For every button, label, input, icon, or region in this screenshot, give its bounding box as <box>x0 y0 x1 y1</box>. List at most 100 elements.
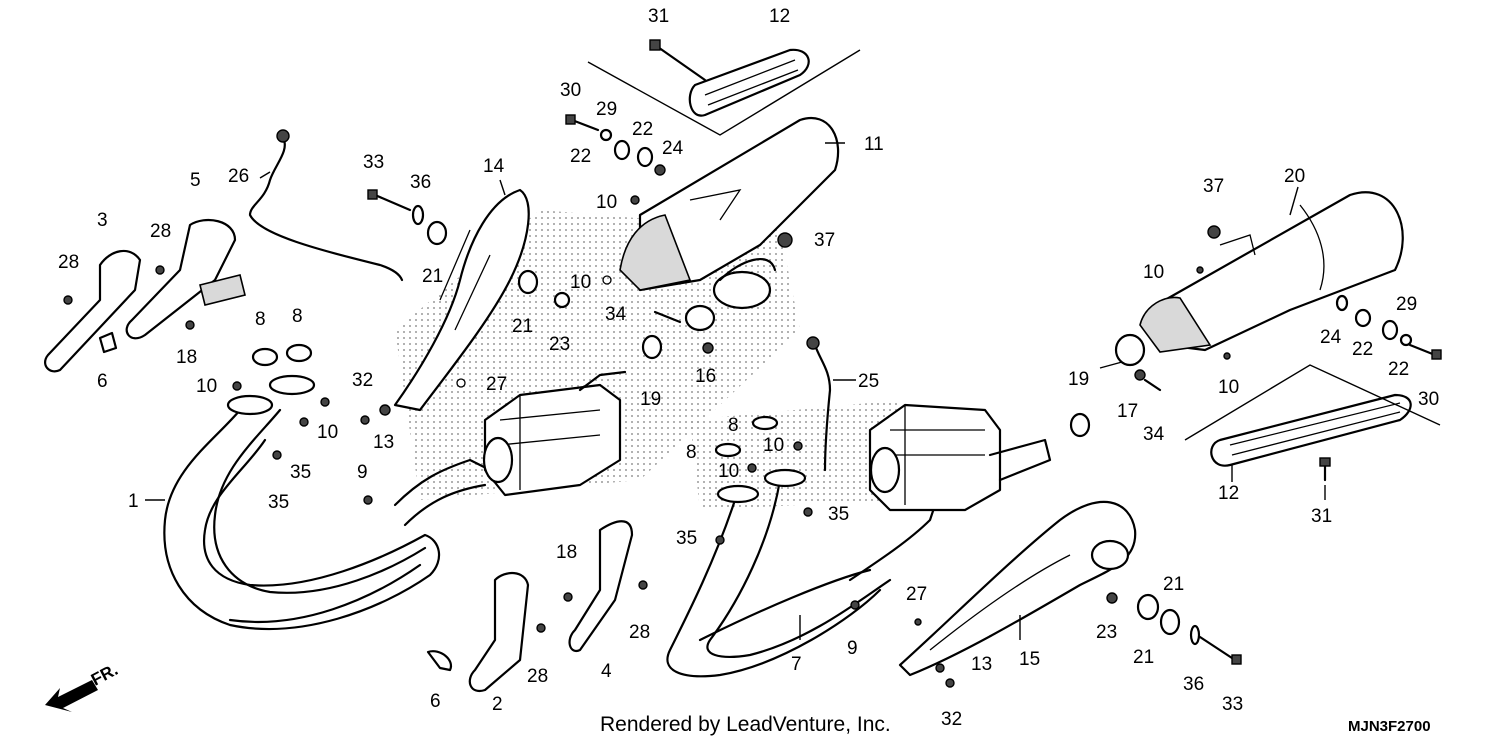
part-sensor-25 <box>813 343 832 472</box>
callout-label: 34 <box>605 304 627 325</box>
callout-label: 32 <box>941 709 962 730</box>
part-gasket-8c <box>751 415 779 431</box>
callout-label: 10 <box>1143 262 1164 283</box>
callout-label: 27 <box>486 374 507 395</box>
callout-label: 21 <box>512 316 533 337</box>
part-gasket-8d <box>714 442 742 458</box>
part-shield-12-top <box>587 48 861 136</box>
callout-label: 35 <box>676 528 697 549</box>
callout-label: 10 <box>763 435 784 456</box>
callout-label: 35 <box>268 492 289 513</box>
flange-7b <box>763 468 807 488</box>
callout-label: 1 <box>128 491 139 512</box>
flange-1a <box>226 394 274 416</box>
callout-label: 8 <box>255 309 266 330</box>
callout-label: 31 <box>648 6 669 27</box>
part-clip-6b <box>426 650 453 672</box>
callout-label: 2 <box>492 694 503 715</box>
part-gasket-8a <box>251 347 279 367</box>
callout-label: 12 <box>1218 483 1239 504</box>
callout-label: 18 <box>556 542 577 563</box>
callout-label: 6 <box>430 691 441 712</box>
part-sensor-26 <box>248 136 404 282</box>
part-gasket-8b <box>285 343 313 363</box>
callout-label: 24 <box>1320 327 1342 348</box>
part-exhaust-pipe-7 <box>666 468 937 678</box>
callout-label: 23 <box>1096 622 1117 643</box>
callout-label: 4 <box>601 661 612 682</box>
callout-label: 25 <box>858 371 879 392</box>
callout-label: 22 <box>1388 359 1409 380</box>
callout-label: 26 <box>228 166 249 187</box>
callout-label: 28 <box>527 666 548 687</box>
part-heat-shield-15 <box>898 500 1137 677</box>
part-chamber-left <box>482 370 627 497</box>
callout-label: 24 <box>662 138 684 159</box>
callout-label: 31 <box>1311 506 1332 527</box>
callout-label: 18 <box>176 347 197 368</box>
callout-label: 32 <box>352 370 373 391</box>
callout-label: 21 <box>1163 574 1184 595</box>
callout-label: 23 <box>549 334 570 355</box>
callout-label: 7 <box>791 654 802 675</box>
callout-label: 36 <box>410 172 431 193</box>
callout-label: 12 <box>769 6 790 27</box>
callout-label: 35 <box>290 462 311 483</box>
callout-label: 22 <box>570 146 591 167</box>
callout-label: 29 <box>596 99 617 120</box>
callout-label: 30 <box>1418 389 1439 410</box>
front-direction-arrow: FR. <box>45 660 121 712</box>
callout-label: 21 <box>1133 647 1154 668</box>
callout-label: 28 <box>629 622 650 643</box>
callout-label: 9 <box>847 638 858 659</box>
callout-label: 10 <box>196 376 217 397</box>
callout-label: 22 <box>632 119 653 140</box>
part-bracket-4 <box>568 520 634 653</box>
callout-label: 15 <box>1019 649 1040 670</box>
callout-label: 6 <box>97 371 108 392</box>
callout-label: 22 <box>1352 339 1373 360</box>
callout-label: 27 <box>906 584 927 605</box>
callout-label: 19 <box>1068 369 1089 390</box>
callout-label: 10 <box>317 422 338 443</box>
callout-label: 13 <box>373 432 394 453</box>
callout-label: 8 <box>686 442 697 463</box>
part-shield-12-bottom <box>1184 364 1441 467</box>
callout-label: 14 <box>483 156 505 177</box>
callout-label: 10 <box>1218 377 1239 398</box>
callout-label: 36 <box>1183 674 1204 695</box>
callout-label: 37 <box>1203 176 1224 197</box>
callout-label: 11 <box>864 134 884 155</box>
callout-label: 21 <box>422 266 443 287</box>
callout-label: 33 <box>1222 694 1243 715</box>
callout-label: 30 <box>560 80 581 101</box>
callout-label: 29 <box>1396 294 1417 315</box>
render-credit: Rendered by LeadVenture, Inc. <box>600 713 891 736</box>
callout-label: 35 <box>828 504 849 525</box>
callout-label: 16 <box>695 366 716 387</box>
part-clip-6a <box>98 331 118 354</box>
flange-1b <box>268 374 316 396</box>
part-muffler-11 <box>619 117 840 310</box>
part-muffler-20 <box>1139 191 1404 353</box>
flange-7a <box>716 484 760 504</box>
callout-label: 37 <box>814 230 835 251</box>
callout-label: 34 <box>1143 424 1165 445</box>
small-hardware <box>63 39 1442 688</box>
callout-label: 20 <box>1284 166 1305 187</box>
diagram-code: MJN3F2700 <box>1348 718 1431 735</box>
callout-label: 5 <box>190 170 201 191</box>
callout-label: 10 <box>718 461 739 482</box>
callout-label: 13 <box>971 654 992 675</box>
callout-label: 33 <box>363 152 384 173</box>
part-bracket-5 <box>125 218 237 340</box>
part-exhaust-pipe-1 <box>163 374 492 631</box>
part-bracket-2 <box>468 572 530 693</box>
part-bracket-3 <box>44 249 142 373</box>
leader-lines <box>145 142 1326 640</box>
callout-label: 10 <box>596 192 617 213</box>
part-chamber-right <box>868 403 1052 512</box>
callout-label: 28 <box>58 252 79 273</box>
callout-labels: 31 12 30 29 22 24 22 11 33 36 26 14 10 5… <box>58 6 1439 730</box>
